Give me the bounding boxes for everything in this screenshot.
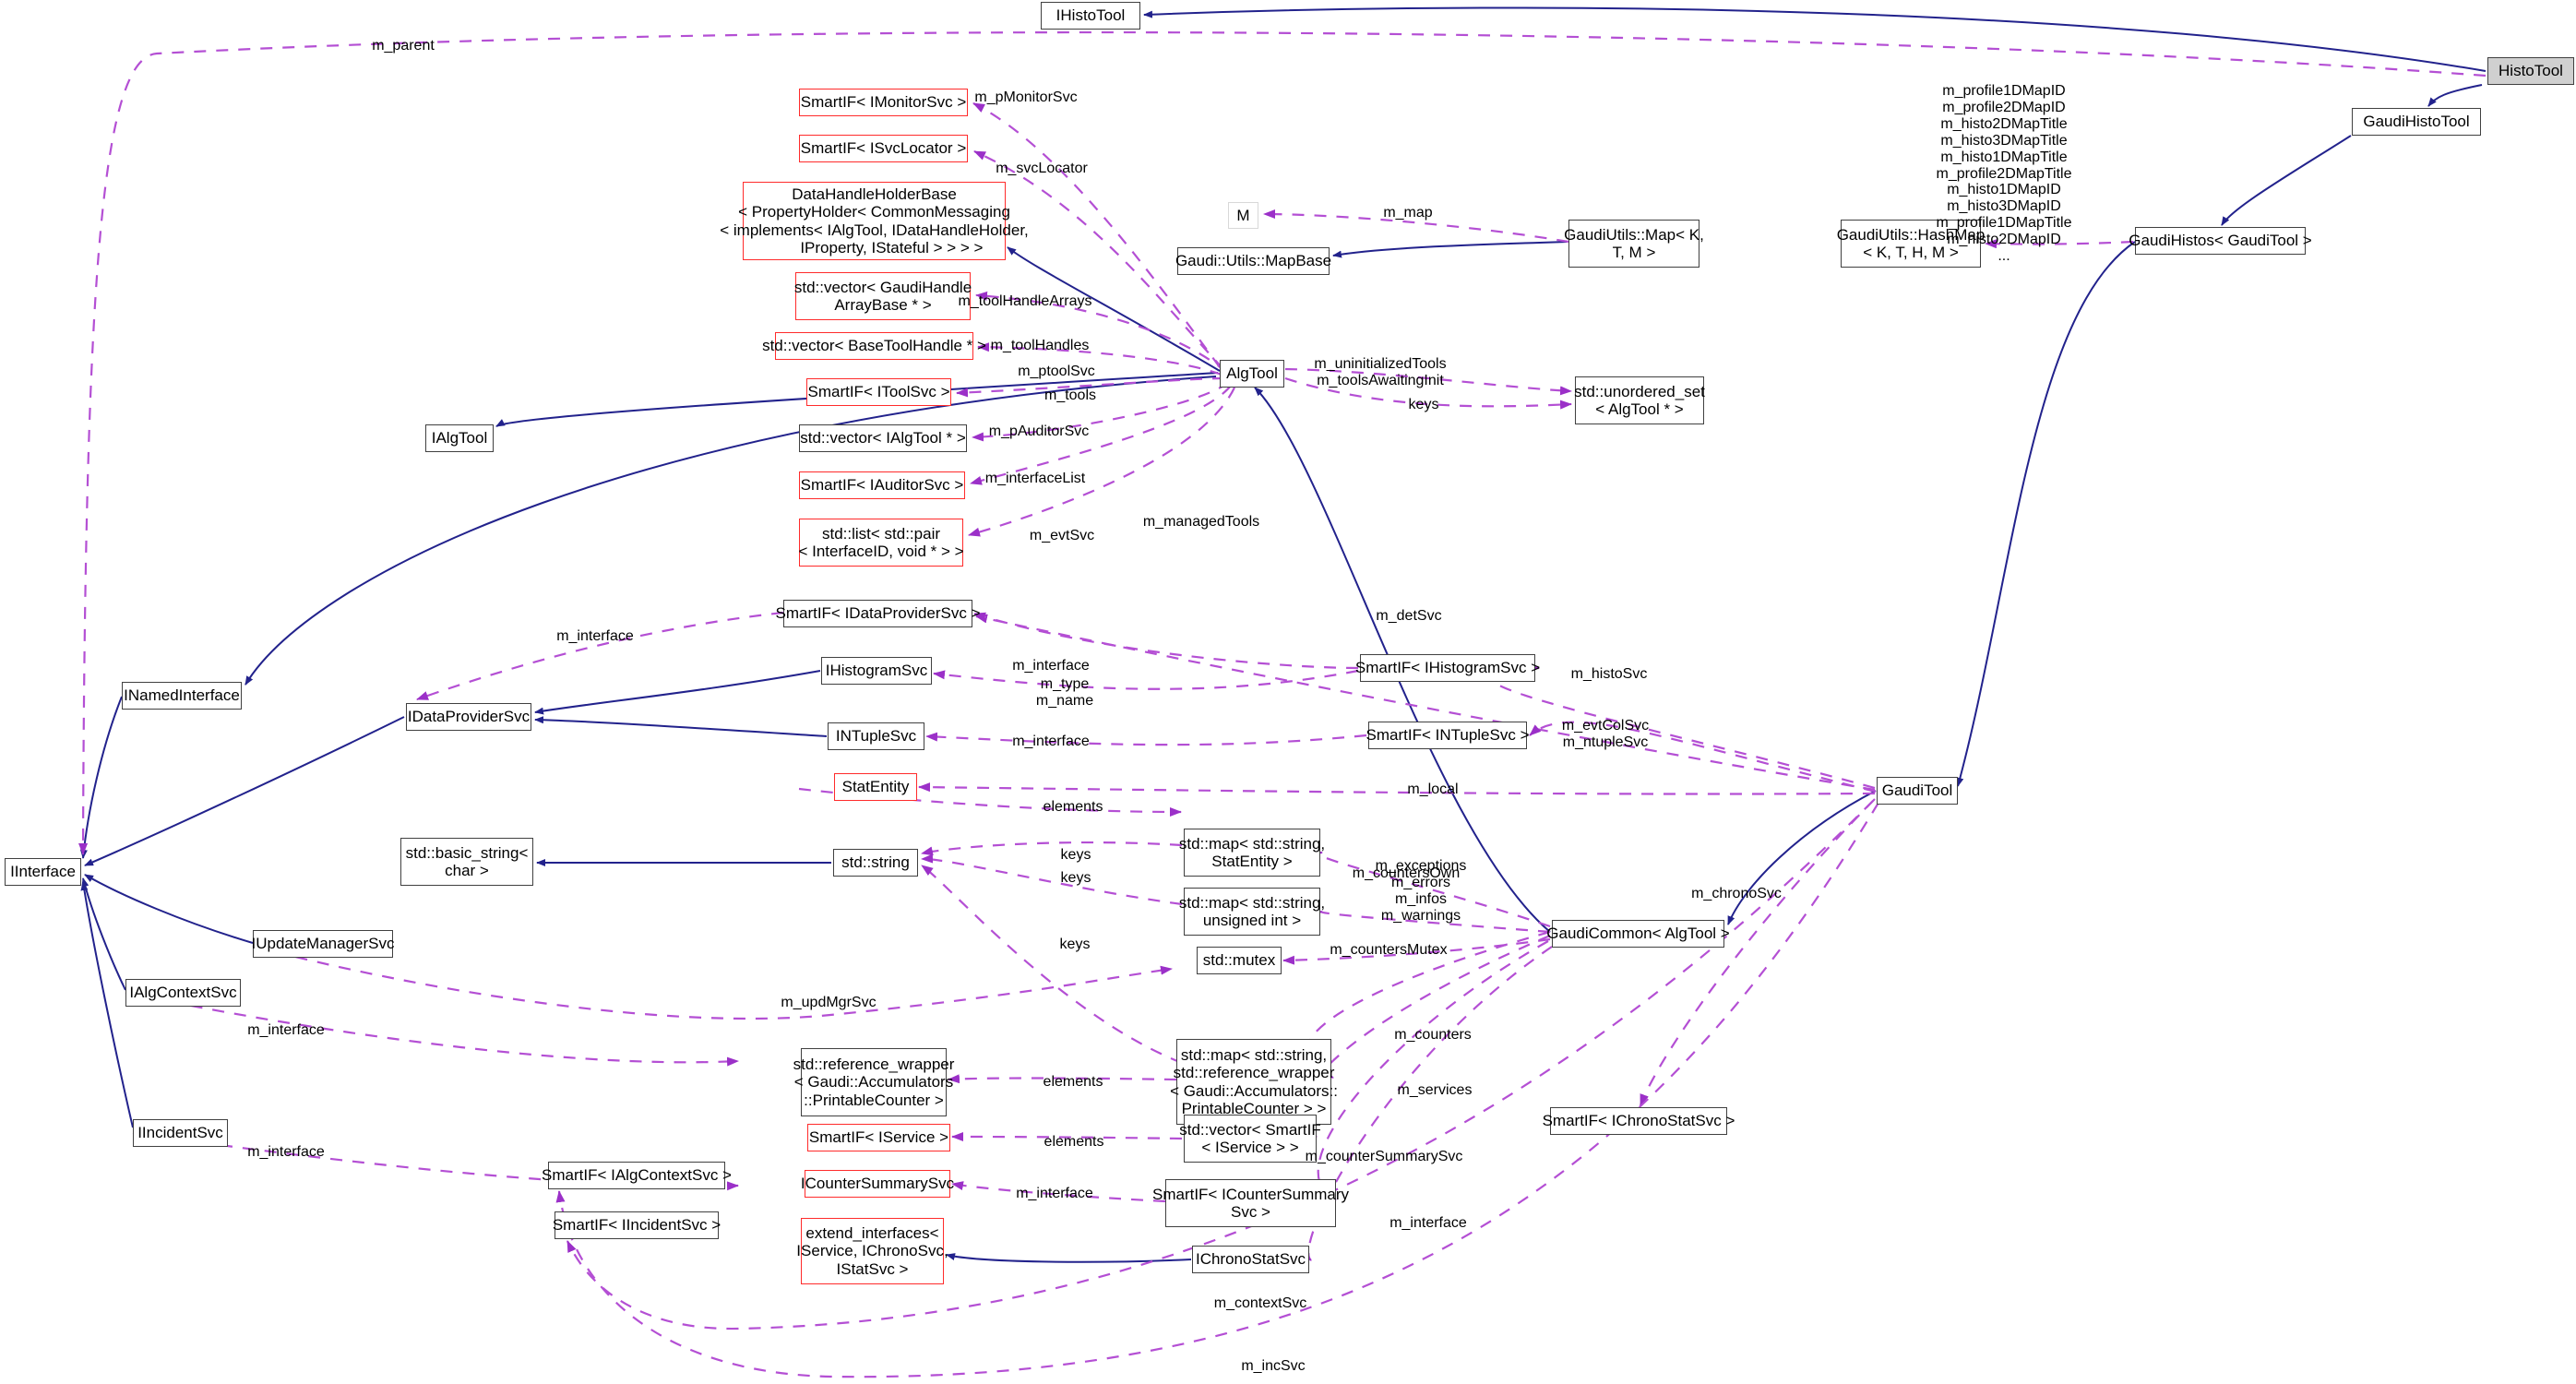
class-node-GaudiHistoTool[interactable]: GaudiHistoTool (2352, 108, 2481, 136)
class-node-IAlgContextSvc[interactable]: IAlgContextSvc (125, 979, 241, 1007)
class-node-AlgTool[interactable]: AlgTool (1220, 360, 1284, 388)
class-node-SmartIF_INTupleSvc[interactable]: SmartIF< INTupleSvc > (1366, 722, 1530, 749)
class-node-Gaudi_Utils_MapBase[interactable]: Gaudi::Utils::MapBase (1175, 247, 1331, 275)
class-node-SmartIF_IIncidentSvc[interactable]: SmartIF< IIncidentSvc > (553, 1211, 721, 1239)
class-node-HistoTool[interactable]: HistoTool (2487, 57, 2574, 85)
class-node-IDataProviderSvc[interactable]: IDataProviderSvc (406, 703, 531, 731)
class-node-std_string[interactable]: std::string (833, 849, 918, 877)
class-node-SmartIF_IChronoStatSvc[interactable]: SmartIF< IChronoStatSvc > (1543, 1107, 1735, 1135)
class-node-vector_IAlgTool[interactable]: std::vector< IAlgTool * > (799, 424, 967, 452)
class-node-map_string_StatEntity[interactable]: std::map< std::string, StatEntity > (1179, 829, 1325, 877)
class-node-vector_GaudiHandleArrayBase[interactable]: std::vector< GaudiHandle ArrayBase * > (794, 272, 972, 320)
class-node-list_pair_InterfaceID[interactable]: std::list< std::pair < InterfaceID, void… (798, 519, 964, 567)
class-node-IChronoStatSvc[interactable]: IChronoStatSvc (1192, 1246, 1309, 1273)
class-node-map_string_refwrapper[interactable]: std::map< std::string, std::reference_wr… (1170, 1039, 1338, 1125)
class-node-SmartIF_ISvcLocator[interactable]: SmartIF< ISvcLocator > (799, 135, 968, 162)
class-node-IHistoTool[interactable]: IHistoTool (1041, 2, 1140, 30)
class-node-SmartIF_IAuditorSvc[interactable]: SmartIF< IAuditorSvc > (799, 471, 965, 499)
class-node-SmartIF_IDataProviderSvc[interactable]: SmartIF< IDataProviderSvc > (775, 600, 981, 627)
class-node-std_mutex[interactable]: std::mutex (1197, 947, 1282, 974)
class-node-IInterface[interactable]: IInterface (5, 858, 81, 886)
class-node-IAlgTool[interactable]: IAlgTool (425, 424, 494, 452)
class-node-StatEntity[interactable]: StatEntity (834, 773, 917, 801)
class-node-GaudiUtils_Map[interactable]: GaudiUtils::Map< K, T, M > (1564, 220, 1704, 268)
class-node-ICounterSummarySvc[interactable]: ICounterSummarySvc (801, 1170, 954, 1198)
class-node-map_string_uint[interactable]: std::map< std::string, unsigned int > (1179, 888, 1325, 936)
class-node-SmartIF_IHistogramSvc[interactable]: SmartIF< IHistogramSvc > (1355, 654, 1540, 682)
class-node-GaudiUtils_HashMap[interactable]: GaudiUtils::HashMap < K, T, H, M > (1837, 220, 1985, 268)
class-node-INTupleSvc[interactable]: INTupleSvc (828, 722, 924, 750)
class-node-INamedInterface[interactable]: INamedInterface (122, 682, 242, 710)
class-node-DataHandleHolderBase[interactable]: DataHandleHolderBase < PropertyHolder< C… (720, 182, 1029, 260)
class-node-IHistogramSvc[interactable]: IHistogramSvc (821, 657, 932, 685)
class-node-GaudiHistos_GaudiTool[interactable]: GaudiHistos< GaudiTool > (2129, 227, 2312, 255)
class-node-GaudiCommon_AlgTool[interactable]: GaudiCommon< AlgTool > (1546, 920, 1730, 948)
class-node-vector_SmartIF_IService[interactable]: std::vector< SmartIF < IService > > (1179, 1115, 1321, 1163)
class-node-reference_wrapper_PrintableCounter[interactable]: std::reference_wrapper < Gaudi::Accumula… (793, 1048, 954, 1116)
class-node-basic_string_char[interactable]: std::basic_string< char > (400, 838, 533, 886)
class-node-extend_interfaces[interactable]: extend_interfaces< IService, IChronoSvc,… (796, 1218, 948, 1284)
class-node-SmartIF_IMonitorSvc[interactable]: SmartIF< IMonitorSvc > (799, 89, 968, 116)
class-node-SmartIF_ICounterSummarySvc[interactable]: SmartIF< ICounterSummary Svc > (1152, 1179, 1349, 1227)
class-node-IUpdateManagerSvc[interactable]: IUpdateManagerSvc (252, 930, 395, 958)
class-node-GaudiTool[interactable]: GaudiTool (1877, 777, 1958, 805)
class-node-unordered_set_AlgTool[interactable]: std::unordered_set < AlgTool * > (1574, 376, 1705, 424)
class-node-M[interactable]: M (1228, 202, 1258, 229)
class-node-vector_BaseToolHandle[interactable]: std::vector< BaseToolHandle * > (762, 332, 986, 360)
class-node-SmartIF_IToolSvc[interactable]: SmartIF< IToolSvc > (806, 378, 951, 406)
class-node-SmartIF_IService[interactable]: SmartIF< IService > (807, 1124, 950, 1151)
class-node-SmartIF_IAlgContextSvc[interactable]: SmartIF< IAlgContextSvc > (542, 1162, 732, 1189)
class-node-IIncidentSvc[interactable]: IIncidentSvc (133, 1119, 228, 1147)
